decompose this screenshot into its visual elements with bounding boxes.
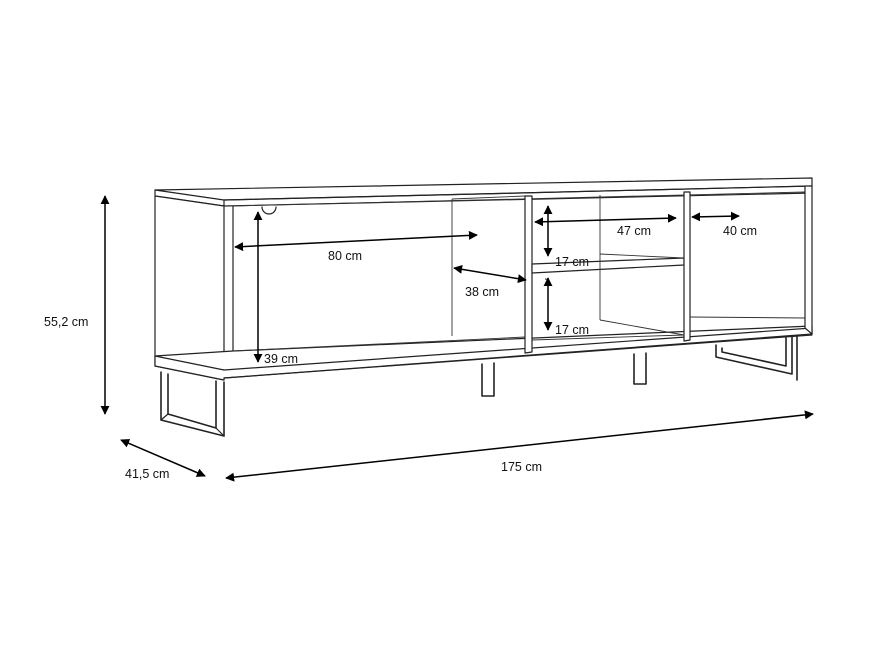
center-leg-1 bbox=[481, 362, 495, 397]
bottom-underside-edge bbox=[223, 334, 813, 379]
top-long-edge bbox=[223, 185, 813, 201]
right-width-arrow bbox=[691, 211, 740, 222]
finger-hole bbox=[261, 206, 277, 215]
label-width-total: 175 cm bbox=[501, 460, 542, 474]
label-middle-width: 47 cm bbox=[617, 224, 651, 238]
label-left-width: 80 cm bbox=[328, 249, 362, 263]
label-divider-depth: 38 cm bbox=[465, 285, 499, 299]
top-panel bbox=[154, 177, 813, 207]
right-side-panel bbox=[804, 185, 813, 335]
label-middle-upper-height: 17 cm bbox=[555, 255, 589, 269]
legs bbox=[160, 335, 798, 437]
left-sled-leg bbox=[160, 371, 225, 437]
back-top-edge bbox=[232, 191, 806, 207]
dimension-labels: 55,2 cm 41,5 cm 175 cm 80 cm 39 cm 38 cm… bbox=[44, 224, 757, 481]
right-compartment-floor-back bbox=[689, 316, 806, 319]
top-front-edge bbox=[154, 189, 225, 201]
divider-left bbox=[524, 195, 533, 354]
left-sled-leg-corner bbox=[160, 413, 169, 421]
middle-width-arrow bbox=[534, 213, 677, 227]
label-height-total: 55,2 cm bbox=[44, 315, 88, 329]
bottom-panel bbox=[154, 325, 813, 381]
label-middle-lower-height: 17 cm bbox=[555, 323, 589, 337]
bottom-inner-back-edge-left bbox=[232, 336, 526, 352]
bottom-long-edge bbox=[223, 327, 813, 371]
center-leg-2 bbox=[633, 352, 647, 385]
middle-bottom-front bbox=[531, 334, 685, 341]
left-width-arrow bbox=[234, 230, 478, 252]
middle-shelf-back bbox=[599, 253, 685, 259]
label-depth-total: 41,5 cm bbox=[125, 467, 169, 481]
left-sled-leg-corner-2 bbox=[215, 427, 225, 437]
tv-stand bbox=[154, 177, 813, 381]
right-sled-leg bbox=[715, 335, 793, 375]
divider-left-top-edge bbox=[451, 195, 526, 200]
middle-bottom-back bbox=[599, 319, 685, 336]
label-left-height: 39 cm bbox=[264, 352, 298, 366]
label-right-width: 40 cm bbox=[723, 224, 757, 238]
bottom-front-edge bbox=[154, 355, 225, 371]
dimension-arrows bbox=[100, 195, 814, 482]
width-arrow bbox=[225, 410, 814, 482]
divider-right bbox=[683, 191, 691, 342]
divider-depth-arrow bbox=[453, 264, 527, 284]
depth-arrow bbox=[120, 439, 206, 477]
